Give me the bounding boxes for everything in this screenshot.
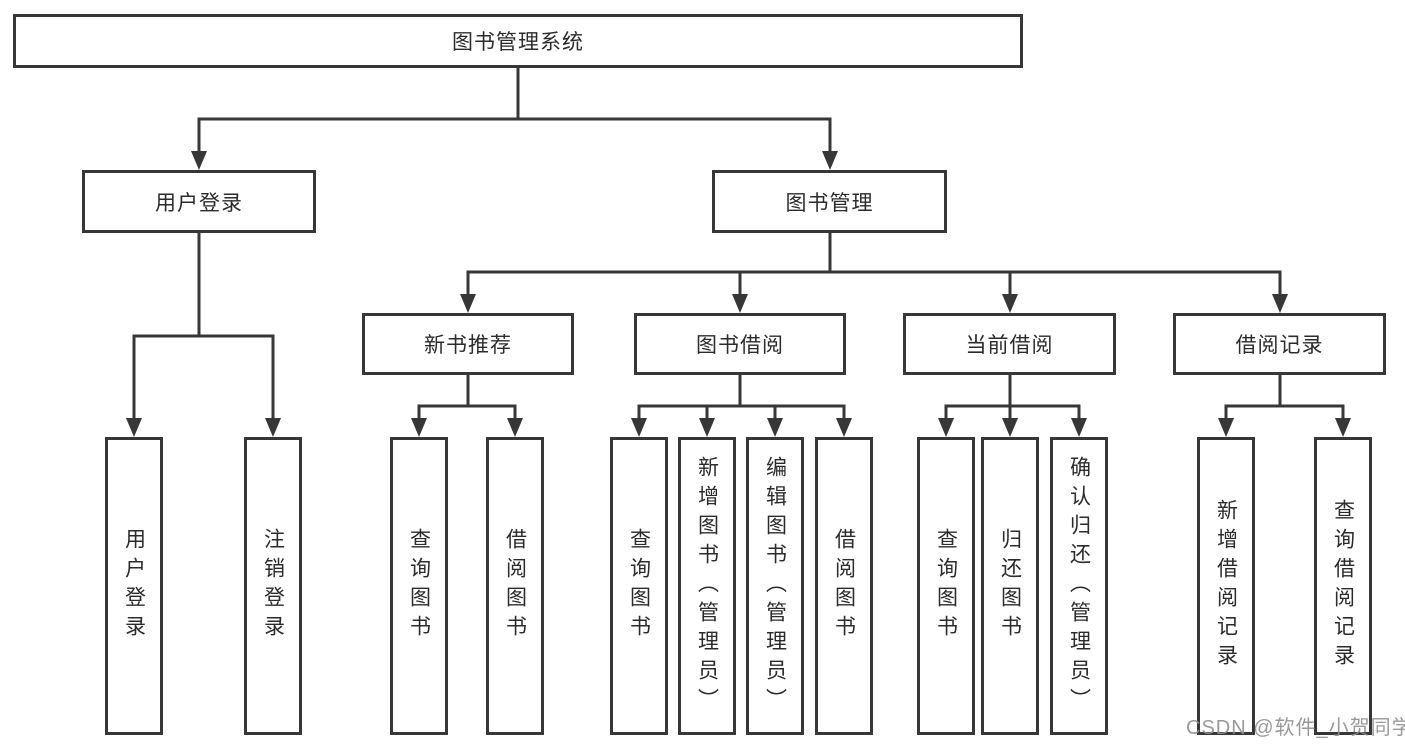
leaf-label: 查询图书 (934, 528, 958, 644)
node-library-management-system: 图书管理系统 (13, 14, 1023, 68)
leaf-label: 借阅图书 (503, 528, 527, 644)
edge-current-borrow-split (944, 373, 1081, 408)
leaf-current-query-books: 查询图书 (917, 437, 975, 735)
leaf-logout: 注销登录 (244, 437, 302, 735)
leaf-label: 查询图书 (407, 528, 431, 644)
arrowheads (126, 119, 1351, 437)
edge-root-split (197, 66, 832, 121)
edge-user-login-split (132, 231, 275, 338)
leaf-label: 用户登录 (122, 528, 146, 644)
leaf-label: 新增借阅记录 (1214, 499, 1238, 673)
node-current-borrowing: 当前借阅 (903, 313, 1116, 375)
leaf-label: 借阅图书 (832, 528, 856, 644)
leaf-newbook-query-books: 查询图书 (390, 437, 448, 735)
leaf-label: 归还图书 (998, 528, 1022, 644)
node-borrowing-records: 借阅记录 (1173, 313, 1386, 375)
leaf-current-return-books: 归还图书 (981, 437, 1039, 735)
leaf-user-login: 用户登录 (105, 437, 163, 735)
leaf-current-confirm-return-admin: 确认归还（管理员） (1050, 437, 1108, 735)
leaf-label: 注销登录 (261, 528, 285, 644)
node-book-management: 图书管理 (712, 170, 947, 233)
csdn-watermark: CSDN @软件_小贺同学 (1186, 717, 1405, 739)
edge-borrow-records-split (1224, 373, 1345, 408)
node-book-borrowing: 图书借阅 (634, 313, 846, 375)
leaf-borrow-add-books-admin: 新增图书（管理员） (678, 437, 736, 735)
leaf-records-query-record: 查询借阅记录 (1314, 437, 1372, 735)
edge-new-book-split (417, 373, 517, 408)
leaf-label: 编辑图书（管理员） (763, 455, 787, 717)
leaf-newbook-borrow-books: 借阅图书 (486, 437, 544, 735)
edge-book-borrow-split (637, 373, 846, 408)
leaf-records-add-record: 新增借阅记录 (1197, 437, 1255, 735)
leaf-label: 确认归还（管理员） (1067, 455, 1091, 717)
leaf-label: 查询图书 (627, 528, 651, 644)
leaf-label: 新增图书（管理员） (695, 455, 719, 717)
leaf-borrow-borrow-books: 借阅图书 (815, 437, 873, 735)
leaf-borrow-query-books: 查询图书 (610, 437, 668, 735)
leaf-label: 查询借阅记录 (1331, 499, 1355, 673)
node-user-login: 用户登录 (82, 170, 316, 233)
node-new-book-recommendation: 新书推荐 (362, 313, 574, 375)
edge-book-management-split (466, 231, 1282, 274)
leaf-borrow-edit-books-admin: 编辑图书（管理员） (746, 437, 804, 735)
